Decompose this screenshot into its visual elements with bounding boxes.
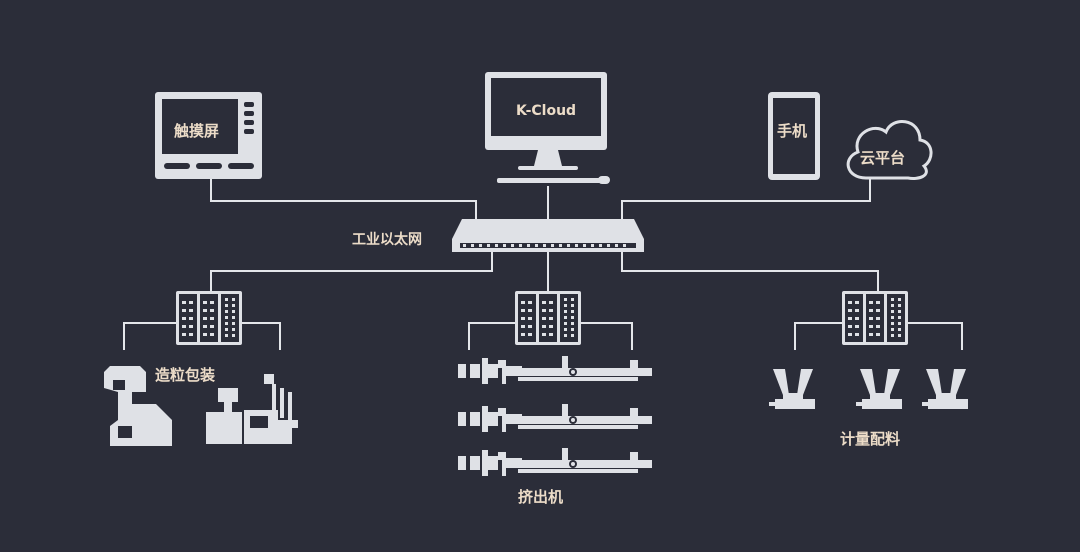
cloud-icon [846, 120, 933, 180]
packaging-machine [206, 374, 298, 444]
extruder-label: 挤出机 [518, 488, 563, 506]
touchscreen-label: 触摸屏 [174, 122, 219, 140]
phone-device [768, 92, 820, 180]
industrial-ethernet-label: 工业以太网 [352, 231, 422, 248]
kcloud-label: K-Cloud [516, 103, 576, 119]
metering-batching-label: 计量配料 [840, 430, 900, 448]
cloud-platform-label: 云平台 [860, 149, 905, 167]
extruder-machines [458, 356, 652, 476]
metering-hoppers [769, 369, 968, 409]
ethernet-switch [452, 219, 644, 252]
touchscreen-hmi [155, 92, 262, 179]
pelletizing-robot [104, 366, 172, 446]
pelletizing-packaging-label: 造粒包装 [155, 366, 216, 384]
computer-monitor [485, 72, 610, 184]
phone-label: 手机 [777, 122, 807, 140]
